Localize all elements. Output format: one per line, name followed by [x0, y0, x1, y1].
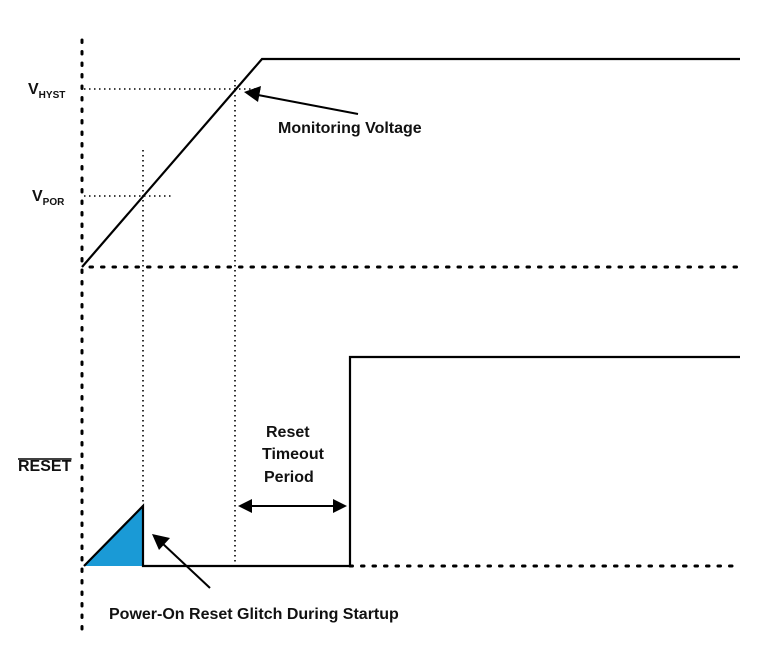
reset-label: RESET: [18, 458, 72, 475]
monitoring-voltage-pointer-line: [257, 94, 359, 115]
monitoring-voltage-pointer-head: [244, 86, 261, 102]
reset-timeout-line2: Timeout: [262, 446, 325, 463]
vhyst-label: VHYST: [28, 81, 65, 101]
reset-waveform: [83, 355, 740, 568]
monitoring-voltage-waveform: [81, 57, 740, 268]
vpor-label: VPOR: [32, 188, 65, 208]
reset-timeout-line1: Reset: [266, 424, 310, 441]
monitoring-voltage-label: Monitoring Voltage: [278, 120, 422, 137]
glitch-label: Power-On Reset Glitch During Startup: [109, 606, 399, 623]
timeout-arrow-left-head: [238, 499, 252, 513]
reset-timeout-line3: Period: [264, 469, 314, 486]
glitch-pointer-line: [161, 542, 211, 589]
glitch-pointer-head: [152, 534, 170, 550]
timeout-arrow-right-head: [333, 499, 347, 513]
